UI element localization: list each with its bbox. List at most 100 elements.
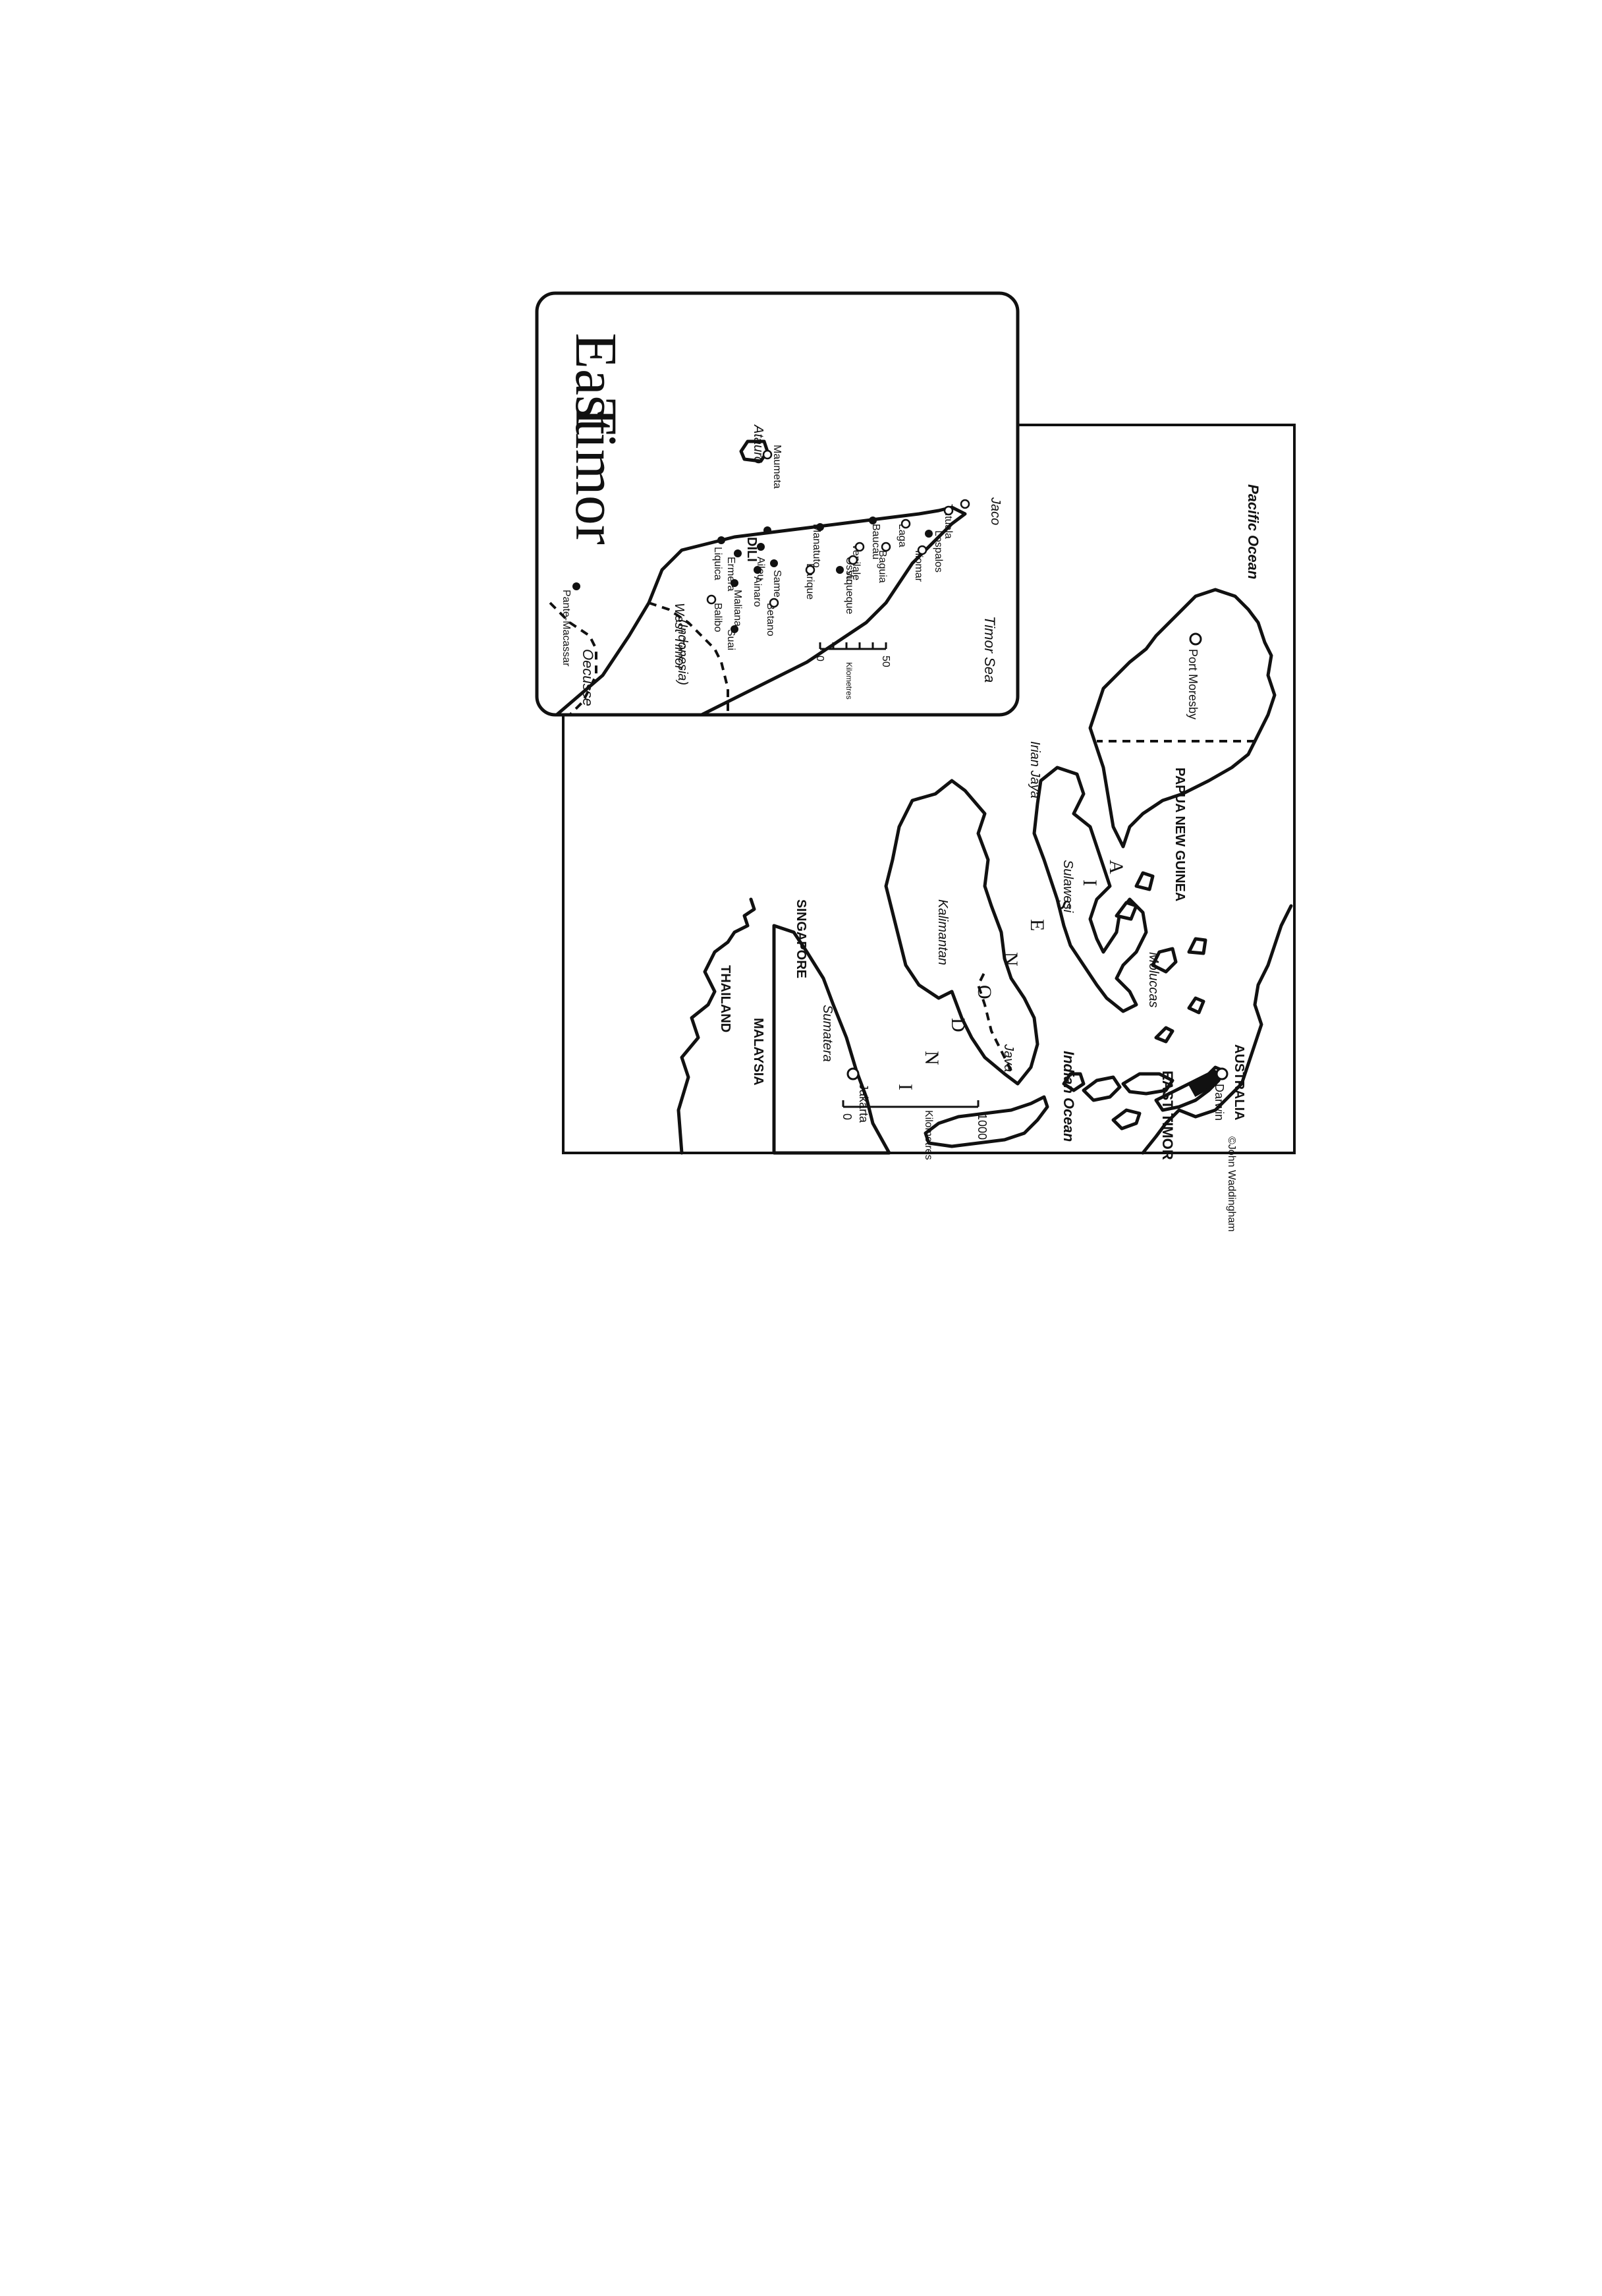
maumeta-marker — [762, 449, 773, 460]
iliomar-label: Iliomar — [913, 550, 924, 582]
maliana-label: Maliana — [732, 590, 743, 627]
dili-marker — [763, 526, 771, 534]
dili-label: DILI — [744, 537, 759, 562]
inset-scale-max: 50 — [880, 656, 891, 667]
malaysia-label: MALAYSIA — [751, 1018, 765, 1086]
baucau-marker — [869, 517, 877, 524]
indonesia-letter: N — [1000, 952, 1022, 966]
lospalos-marker — [925, 530, 933, 538]
inset-title-line2: Timor — [563, 399, 628, 545]
indonesia-letter: I — [895, 1084, 916, 1090]
indonesia-letter: E — [1026, 919, 1048, 931]
betano-marker — [769, 598, 779, 608]
venilale-marker — [854, 542, 865, 552]
inset-scale-unit: Kilometres — [844, 662, 854, 700]
ainaro-label: Ainaro — [752, 576, 763, 607]
same-label: Same — [771, 570, 783, 598]
moluccas-island-6 — [1154, 1026, 1174, 1044]
regional-scale-max: 1000 — [976, 1113, 989, 1140]
australia-label: AUSTRALIA — [1232, 1044, 1246, 1121]
liquica-marker — [717, 536, 725, 544]
regional-scale-zero: 0 — [841, 1113, 854, 1120]
indonesia-letter: O — [974, 985, 995, 999]
port-moresby-label: Port Moresby — [1186, 649, 1200, 719]
credit-label: ©John Waddingham — [1226, 1136, 1237, 1232]
indonesia-letters: I N D O N E S I A — [895, 860, 1127, 1090]
java-island — [924, 1095, 1049, 1148]
sumba-island — [1111, 1108, 1142, 1131]
balibo-label: Balibo — [712, 603, 723, 632]
inset-scale-bar: 0 50 Kilometres — [814, 642, 891, 700]
viqueque-marker — [836, 566, 844, 574]
kalimantan-border — [976, 971, 1012, 1071]
borneo-island — [884, 779, 1039, 1086]
thailand-label: THAILAND — [718, 965, 732, 1032]
moluccas-island-2 — [1187, 937, 1207, 955]
inset-title-line1: East — [563, 333, 628, 435]
laga-marker — [900, 518, 911, 529]
timor-sea-label: Timor Sea — [981, 616, 998, 683]
oecusse-label: Oecusse — [580, 649, 596, 706]
pante-macassar-label: Pante-Macassar — [561, 590, 572, 667]
ainaro-marker — [754, 566, 761, 574]
sumbawa-island — [1082, 1075, 1122, 1102]
port-moresby-marker — [1189, 632, 1202, 646]
pante-macassar-marker — [572, 582, 580, 590]
australia-coast — [1141, 904, 1293, 1155]
regional-scale-bar: 0 1000 Kilometres — [841, 1100, 989, 1160]
manatuto-label: Manatuto — [811, 524, 822, 568]
new-guinea-island — [1088, 588, 1277, 849]
west-timor-label: West Timor — [672, 603, 686, 671]
sulawesi-island — [1032, 766, 1148, 1013]
indonesia-letter: S — [1053, 899, 1074, 910]
darwin-marker — [1215, 1067, 1229, 1080]
java-label: Java — [1001, 1044, 1016, 1072]
moluccas-island-3 — [1115, 901, 1138, 921]
inset-oecusse-border — [549, 602, 597, 716]
irian-jaya-label: Irian Jaya — [1028, 741, 1042, 798]
moluccas-island-5 — [1187, 996, 1205, 1015]
baguia-marker — [881, 542, 891, 552]
jaco-label: Jaco — [988, 497, 1003, 525]
east-timor-regional-label: EAST TIMOR — [1159, 1071, 1176, 1160]
inset-map: East Timor West Timor (Indonesia) Oecuss… — [549, 333, 1003, 717]
ermera-marker — [734, 549, 742, 557]
maliana-marker — [731, 579, 738, 587]
baucau-label: Baucau — [870, 524, 881, 559]
indonesia-letter: D — [947, 1018, 969, 1032]
sumatera-label: Sumatera — [820, 1005, 835, 1062]
suai-marker — [731, 625, 738, 633]
moluccas-label: Moluccas — [1146, 952, 1161, 1007]
pacific-ocean-label: Pacific Ocean — [1245, 484, 1261, 579]
manatuto-marker — [816, 523, 824, 531]
mainland-asia-coast — [677, 897, 756, 1155]
moluccas-island-4 — [1134, 871, 1155, 891]
viqueque-label: Viqueque — [844, 570, 855, 614]
west-timor-country-label: (Indonesia) — [675, 619, 690, 685]
suai-label: Suai — [725, 629, 736, 650]
laga-label: Laga — [897, 524, 908, 547]
flores-island — [1121, 1072, 1174, 1096]
betano-label: Betano — [765, 603, 776, 636]
tutuala-marker — [943, 505, 954, 516]
sulawesi-label: Sulawesi — [1061, 860, 1075, 913]
jakarta-label: Jakarta — [857, 1084, 870, 1123]
indonesia-letter: I — [1079, 880, 1101, 886]
bali-lombok-island — [1062, 1072, 1086, 1092]
same-marker — [770, 559, 778, 567]
indonesia-letter: A — [1105, 860, 1127, 874]
singapore-label: SINGAPORE — [794, 899, 808, 978]
regional-scale-unit: Kilometres — [923, 1110, 934, 1160]
indonesia-letter: N — [921, 1051, 943, 1065]
png-label-line: PAPUA NEW GUINEA — [1173, 768, 1187, 901]
liquica-label: Liquica — [712, 547, 723, 580]
moluccas-island-1 — [1151, 947, 1178, 974]
atauro-label: Atauro — [751, 424, 765, 464]
baguia-label: Baguia — [877, 550, 888, 583]
aileu-marker — [757, 543, 765, 551]
ossu-marker — [848, 555, 858, 565]
jaco-marker — [960, 499, 970, 509]
indian-ocean-label: Indian Ocean — [1061, 1051, 1077, 1142]
inset-scale-zero: 0 — [814, 656, 825, 661]
